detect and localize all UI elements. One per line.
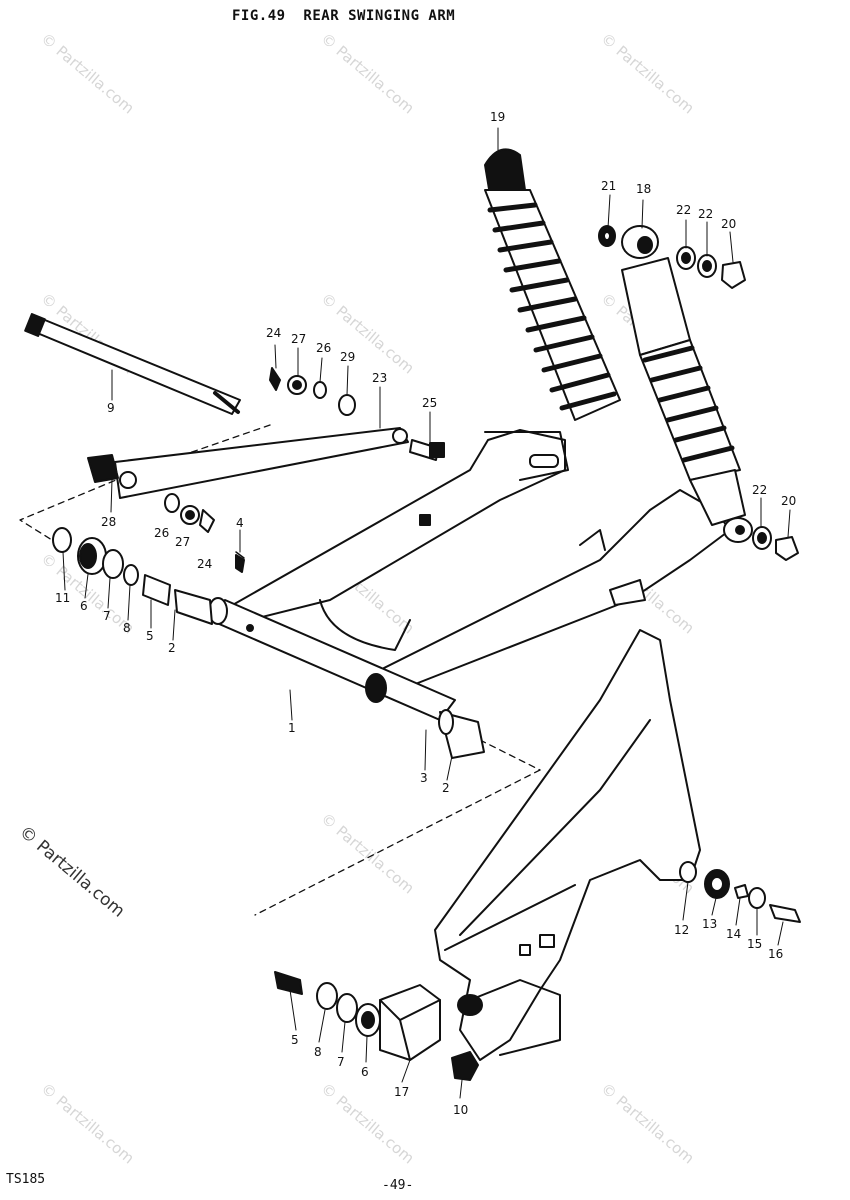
- callout-10: 10: [453, 1103, 468, 1117]
- shock-absorber-part-19: [484, 148, 621, 421]
- watermark-1: © Partzilla.com: [37, 29, 137, 117]
- callout-24: 24: [197, 557, 212, 571]
- callout-11: 11: [55, 591, 70, 605]
- callout-8: 8: [314, 1045, 322, 1059]
- callout-18: 18: [636, 182, 651, 196]
- callout-3: 3: [420, 771, 428, 785]
- watermark-14: © Partzilla.com: [597, 1079, 697, 1167]
- callout-29: 29: [340, 350, 355, 364]
- callout-28: 28: [101, 515, 116, 529]
- callout-labels: 19 21 18 22 22 20 24 27 26 29 23 9 25 28…: [55, 110, 796, 1117]
- lower-bushing-stack: [274, 971, 441, 1061]
- callout-2: 2: [168, 641, 176, 655]
- callout-7: 7: [103, 609, 111, 623]
- callout-8: 8: [123, 621, 131, 635]
- watermark-10: © Partzilla.com: [317, 809, 417, 897]
- watermark-12: © Partzilla.com: [37, 1079, 137, 1167]
- right-pivot-bushing: [365, 673, 485, 759]
- callout-5: 5: [291, 1033, 299, 1047]
- callout-20: 20: [781, 494, 796, 508]
- callout-leaders: [62, 127, 791, 1099]
- watermark-5: © Partzilla.com: [317, 289, 417, 377]
- shock-upper-hardware: [598, 225, 746, 289]
- callout-4: 4: [236, 516, 244, 530]
- callout-5: 5: [146, 629, 154, 643]
- page-number: -49-: [382, 1178, 414, 1193]
- callout-15: 15: [747, 937, 762, 951]
- callout-14: 14: [726, 927, 741, 941]
- watermark-2: © Partzilla.com: [317, 29, 417, 117]
- callout-17: 17: [394, 1085, 409, 1099]
- grease-nipple-part-4: [235, 551, 245, 559]
- link-hardware-lower: [164, 493, 245, 573]
- chain-case-hardware: [704, 869, 801, 923]
- callout-22: 22: [698, 207, 713, 221]
- model-code: TS185: [6, 1172, 46, 1187]
- callout-2: 2: [442, 781, 450, 795]
- chain-case-part-12: [434, 629, 701, 1061]
- callout-27: 27: [291, 332, 306, 346]
- callout-12: 12: [674, 923, 689, 937]
- callout-22: 22: [752, 483, 767, 497]
- callout-6: 6: [80, 599, 88, 613]
- shock-absorber-part-18: [621, 225, 753, 543]
- watermark-3: © Partzilla.com: [597, 29, 697, 117]
- pivot-shaft-part-9: [24, 313, 241, 415]
- callout-26: 26: [316, 341, 331, 355]
- shock-lower-hardware: [752, 526, 799, 561]
- nut-part-10: [451, 1051, 479, 1081]
- callout-24: 24: [266, 326, 281, 340]
- callout-9: 9: [107, 401, 115, 415]
- callout-19: 19: [490, 110, 505, 124]
- torque-link-part-23: [87, 427, 409, 499]
- callout-13: 13: [702, 917, 717, 931]
- callout-21: 21: [601, 179, 616, 193]
- link-hardware-upper: [269, 367, 356, 416]
- callout-22: 22: [676, 203, 691, 217]
- bolt-part-25: [409, 439, 445, 461]
- callout-20: 20: [721, 217, 736, 231]
- callout-6: 6: [361, 1065, 369, 1079]
- callout-25: 25: [422, 396, 437, 410]
- callout-16: 16: [768, 947, 783, 961]
- left-pivot-bushings: [52, 527, 213, 625]
- swinging-arm-part-1: [208, 429, 731, 721]
- callout-1: 1: [288, 721, 296, 735]
- callout-7: 7: [337, 1055, 345, 1069]
- callout-23: 23: [372, 371, 387, 385]
- callout-27: 27: [175, 535, 190, 549]
- figure-title: FIG.49 REAR SWINGING ARM: [232, 8, 456, 24]
- assembly-guide-lines: [19, 424, 541, 916]
- callout-26: 26: [154, 526, 169, 540]
